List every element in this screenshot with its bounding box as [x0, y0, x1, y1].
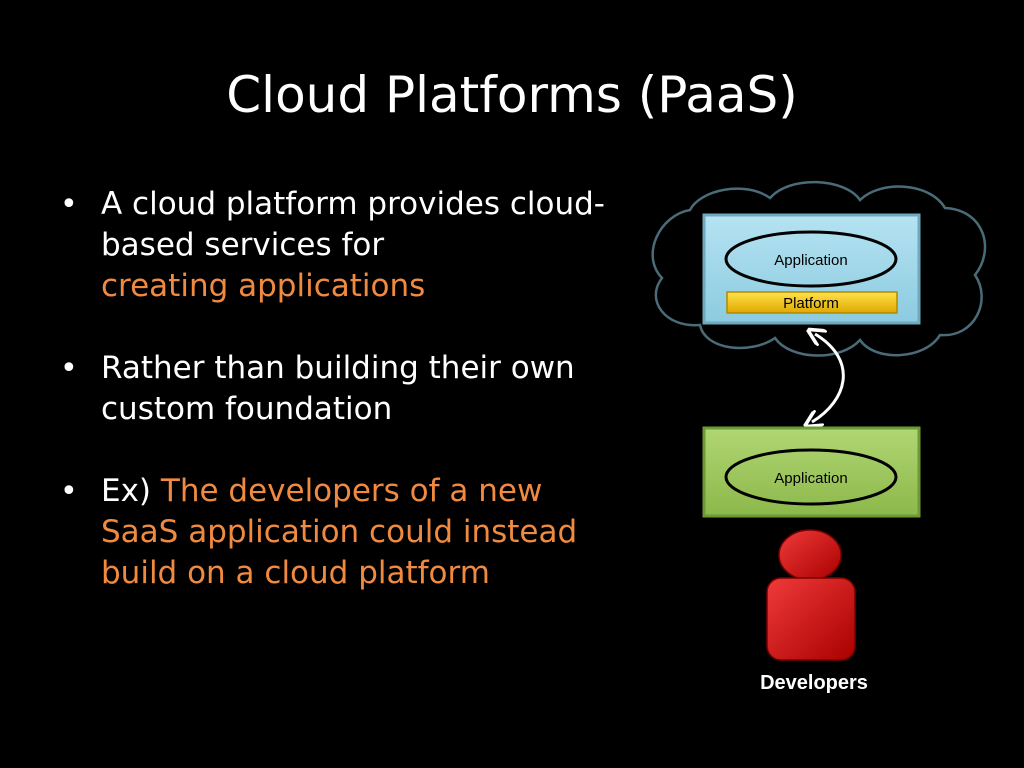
developer-person-icon: [766, 529, 856, 661]
cloud-app-label: Application: [774, 252, 847, 269]
cloud-app-ellipse: [724, 230, 898, 288]
platform-label: Platform: [783, 295, 839, 312]
platform-bar: [726, 291, 898, 314]
local-app-ellipse: [724, 448, 898, 506]
developers-label: Developers: [760, 672, 868, 694]
local-app-box: Application: [702, 426, 921, 518]
bullet-dot-icon: •: [60, 187, 78, 222]
bullet-item: • A cloud platform provides cloud-based …: [58, 184, 628, 307]
bullet-highlight: creating applications: [101, 268, 426, 304]
double-arrow-icon: [812, 334, 845, 422]
slide-title: Cloud Platforms (PaaS): [226, 66, 798, 124]
bullet-highlight: The developers of a new SaaS application…: [101, 473, 578, 591]
bullet-item: • Ex) The developers of a new SaaS appli…: [58, 471, 628, 594]
bullet-dot-icon: •: [60, 351, 78, 386]
bullet-item: • Rather than building their own custom …: [58, 348, 628, 430]
local-app-label: Application: [774, 470, 847, 487]
bullet-dot-icon: •: [60, 474, 78, 509]
bullet-list: • A cloud platform provides cloud-based …: [58, 184, 628, 635]
bullet-text: A cloud platform provides cloud-based se…: [101, 186, 605, 263]
cloud-app-box: Application Platform: [702, 213, 921, 325]
bullet-prefix: Ex): [101, 473, 152, 509]
bullet-text: Rather than building their own custom fo…: [101, 350, 575, 427]
